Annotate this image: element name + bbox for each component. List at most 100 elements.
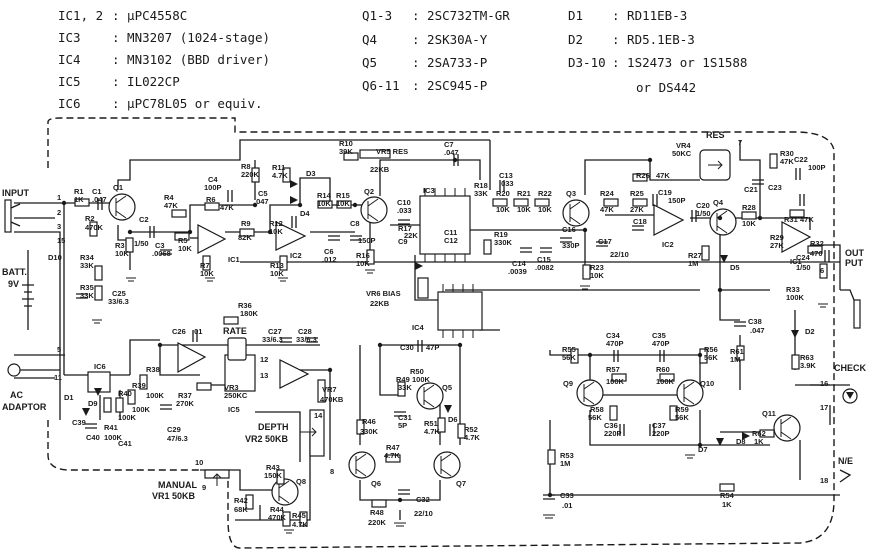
r22-value: 10K [538, 205, 552, 214]
battery-icon [22, 250, 34, 330]
d2-ref: D2 [805, 327, 815, 336]
terminal-number: 16 [820, 379, 828, 388]
vr3-value: 250KC [224, 391, 248, 400]
c3-value: .0068 [152, 249, 171, 258]
legend-ref: IC4 [58, 52, 81, 67]
terminal-number: 2 [57, 208, 61, 217]
r44-value: 470K [268, 513, 287, 522]
r61-ref: R61 [730, 347, 744, 356]
opamp-ic1c [781, 220, 812, 254]
terminal-number: 9 [202, 483, 206, 492]
c13-ref: C13 [499, 171, 513, 180]
q8-label: Q8 [296, 477, 306, 486]
ic4-driver [437, 291, 483, 331]
r4-value: 47K [164, 201, 178, 210]
c4-value: 100P [204, 183, 222, 192]
c31-ref: C31 [398, 413, 412, 422]
ic4-label: IC4 [412, 323, 425, 332]
ac-label: AC [10, 390, 23, 400]
vr7-pot [317, 379, 326, 403]
vr5-value: 22KB [370, 165, 390, 174]
q11-label: Q11 [762, 409, 776, 418]
c26-value: .01 [192, 327, 202, 336]
d1-ref: D1 [64, 393, 74, 402]
c5-ref: C5 [258, 189, 268, 198]
c28-ref: C28 [298, 327, 312, 336]
r1-ref: R1 [74, 187, 84, 196]
c19-ref: C19 [658, 188, 672, 197]
r58-value: 56K [588, 413, 602, 422]
legend-ref: IC5 [58, 74, 81, 89]
r60-value: 100K [656, 377, 675, 386]
r57-ref: R57 [606, 365, 620, 374]
d7-ref: D7 [698, 445, 708, 454]
legend-part: : 2SC732TM-GR [412, 8, 510, 23]
vr5-res-pot [359, 149, 391, 159]
r51-ref: R51 [424, 419, 438, 428]
r54-ref: R54 [720, 491, 735, 500]
c19-value: 150P [668, 196, 686, 205]
c36-value: 220P [604, 429, 622, 438]
r24-ref: R24 [600, 189, 615, 198]
terminal-number: 11 [54, 373, 62, 382]
c7-ref: C7 [444, 140, 454, 149]
ic3-bbd [419, 195, 471, 255]
legend-ref: Q5 [362, 55, 377, 70]
ground-symbols [92, 269, 828, 534]
r25-ref: R25 [630, 189, 644, 198]
r34-ref: R34 [80, 253, 95, 262]
c27-ref: C27 [268, 327, 282, 336]
ic2a-label: IC2 [290, 251, 302, 260]
manual-label: MANUAL [158, 480, 197, 490]
terminal-number: 8 [330, 467, 334, 476]
r40-value: 100K [118, 413, 137, 422]
r31-ref: R31 [784, 215, 798, 224]
r41-ref: R41 [104, 423, 118, 432]
r55-ref: R55 [562, 345, 576, 354]
c27-value: 33/6.3 [262, 335, 283, 344]
r36-value: 180K [240, 309, 259, 318]
c2-value: 1/50 [134, 239, 149, 248]
r45-ref: R45 [292, 511, 306, 520]
r49-value: 33K [398, 383, 412, 392]
r12-ref: R12 [269, 219, 283, 228]
r27-value: 1M [688, 259, 698, 268]
c29-ref: C29 [167, 425, 181, 434]
capacitors [76, 154, 830, 500]
r57-value: 100K [606, 377, 625, 386]
d5-ref: D5 [730, 263, 740, 272]
terminal-number: 1 [57, 193, 61, 202]
transistor-q11 [773, 414, 801, 442]
c12-ref: C12 [444, 236, 458, 245]
c8-ref: C8 [350, 219, 360, 228]
legend-part: : RD5.1EB-3 [612, 32, 695, 47]
r10-value: 39K [339, 147, 353, 156]
r43-ref: R43 [266, 463, 280, 472]
switch-label: N/E [838, 456, 853, 466]
r24-value: 47K [600, 205, 614, 214]
c4-ref: C4 [208, 175, 218, 184]
transistor-q1 [108, 193, 136, 221]
c10-ref: C10 [397, 198, 411, 207]
r15-value: 10K [336, 199, 350, 208]
vr4-ref: VR4 [676, 141, 691, 150]
terminal-labels: 1 2 3 15 5 11 6 16 17 18 10 9 12 13 14 8… [54, 138, 828, 492]
output-label: OUT [845, 248, 865, 258]
dashed-boundary [47, 117, 835, 549]
r29-ref: R29 [770, 233, 784, 242]
transistor-q6 [348, 451, 376, 479]
r45-value: 4.7K [292, 520, 308, 529]
ac-adaptor-jack-icon [7, 363, 21, 377]
legend-part: : 2SC945-P [412, 78, 487, 93]
r10-ref: R10 [339, 139, 353, 148]
legend-ref: D1 [568, 8, 583, 23]
transistors [108, 193, 801, 506]
r23-value: 10K [590, 271, 604, 280]
c31-value: 5P [398, 421, 407, 430]
legend-ref: D3-10 [568, 55, 606, 70]
r26-ref: R26 [636, 171, 650, 180]
r18-value: 33K [474, 189, 488, 198]
ic5-label: IC5 [228, 405, 240, 414]
output-label-2: PUT [845, 258, 864, 268]
r3-ref: R3 [115, 241, 125, 250]
